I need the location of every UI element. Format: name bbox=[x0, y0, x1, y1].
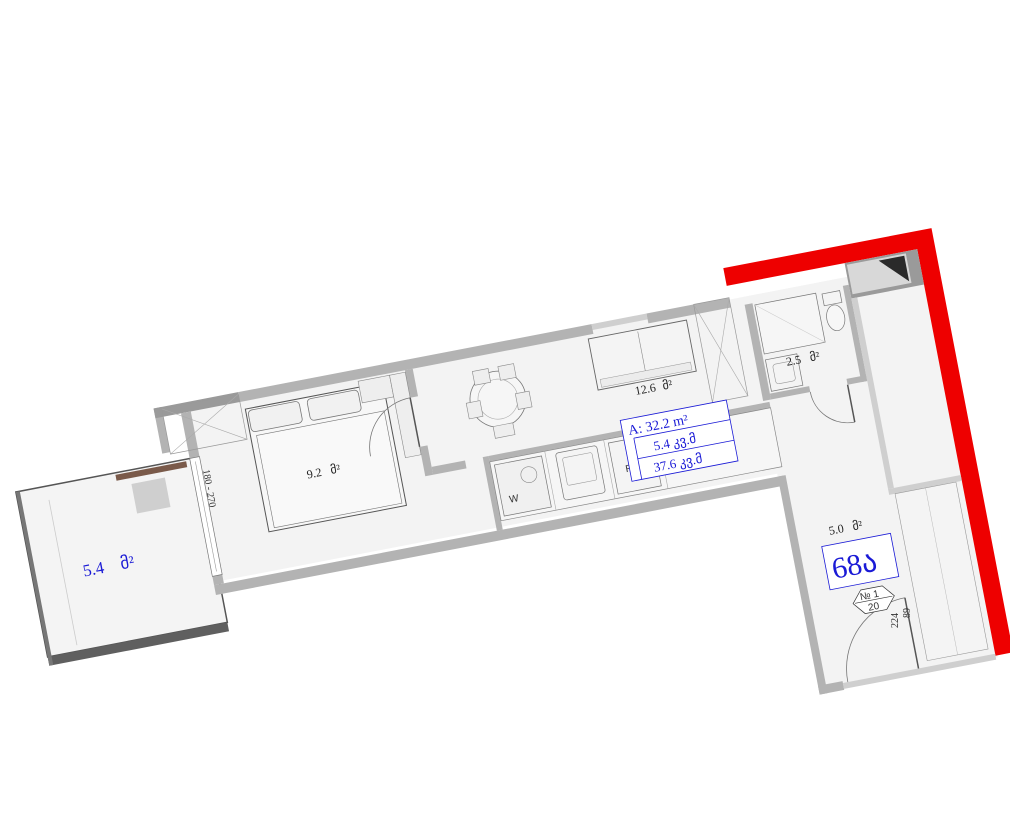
washer-label: W bbox=[508, 493, 520, 506]
exterior-red-wall bbox=[723, 228, 1010, 656]
balcony-door bbox=[115, 456, 223, 577]
shower bbox=[754, 292, 826, 355]
sofa bbox=[587, 319, 697, 391]
bathroom-door bbox=[809, 384, 856, 424]
bathroom-sink bbox=[764, 353, 804, 392]
living-area: 12.6 bbox=[634, 380, 657, 398]
entry-dimension-top: 89 bbox=[902, 608, 913, 618]
washing-machine bbox=[493, 455, 552, 517]
balcony-area-label: 5.4 მ² bbox=[81, 552, 136, 580]
window-kitchen bbox=[693, 297, 749, 404]
hall-wardrobe bbox=[894, 481, 989, 662]
bathroom-area-unit: მ² bbox=[808, 349, 821, 365]
bathroom-area: 2.5 bbox=[785, 352, 802, 369]
door-tag-number: № 1 bbox=[859, 589, 880, 603]
dining-table bbox=[465, 363, 533, 439]
bedroom-area-unit: მ² bbox=[329, 461, 342, 477]
toilet bbox=[821, 290, 846, 332]
bathroom-area-label: 2.5 მ² bbox=[785, 349, 821, 369]
balcony-area: 5.4 bbox=[81, 558, 106, 581]
walls bbox=[153, 249, 997, 695]
door-tag-value: 20 bbox=[867, 601, 880, 614]
living-area-label: 12.6 მ² bbox=[634, 377, 674, 398]
bed bbox=[244, 382, 408, 533]
balcony-area-unit: მ² bbox=[119, 552, 136, 573]
hall-area-label: 5.0 მ² bbox=[828, 518, 864, 538]
hall-area-unit: მ² bbox=[851, 518, 864, 534]
bedroom-area-label: 9.2 მ² bbox=[306, 461, 342, 481]
apartment-number-box: 68ა bbox=[821, 532, 900, 591]
hall-area: 5.0 bbox=[828, 521, 845, 538]
balcony bbox=[14, 456, 230, 666]
bedroom-door bbox=[369, 397, 421, 457]
entry-dimension-bottom: 224 bbox=[890, 613, 901, 628]
kitchen-sink bbox=[555, 445, 606, 501]
bedroom-area: 9.2 bbox=[306, 465, 323, 482]
fridge-label: F bbox=[625, 463, 633, 475]
living-area-unit: მ² bbox=[661, 377, 674, 393]
door-tag: № 1 20 bbox=[852, 585, 895, 614]
window-balcony bbox=[161, 393, 248, 455]
area-summary-box: A: 32.2 m² 5.4 კვ.მ 37.6 კვ.მ bbox=[619, 399, 739, 482]
